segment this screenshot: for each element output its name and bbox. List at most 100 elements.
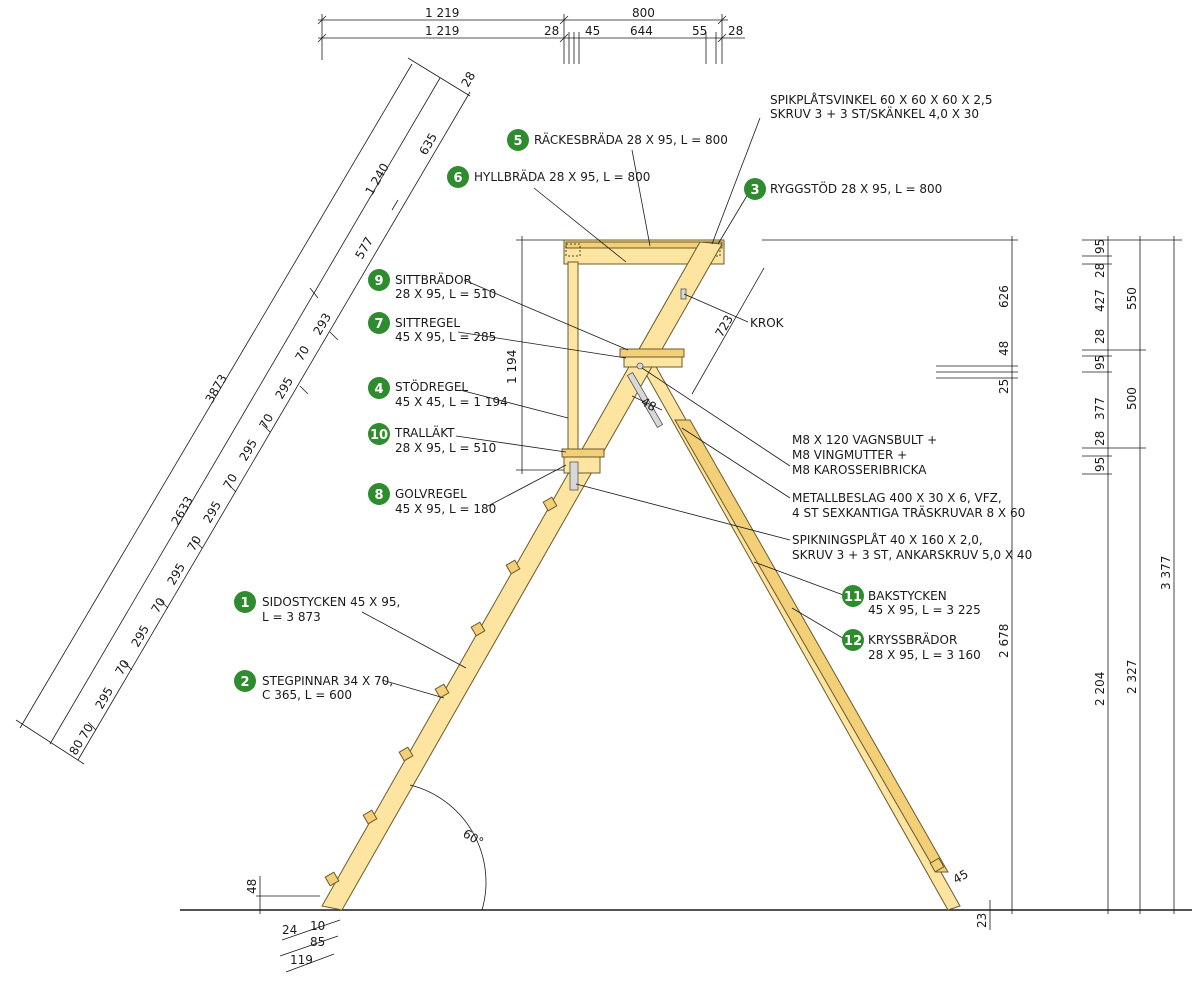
leader-lines [361,117,847,699]
part-label-11-line2: 45 X 95, L = 3 225 [868,603,981,617]
dim-723: 723 [712,313,736,340]
dim-top-45: 45 [585,24,600,38]
floor-rail [563,456,601,474]
dim-foot-85: 85 [310,935,325,949]
part-label-10-line2: 28 X 95, L = 510 [395,441,496,455]
diagonal-dimensions [15,57,471,765]
svg-text:2: 2 [240,675,249,690]
part-badge-11: 11 [842,585,864,607]
hook-icon [680,288,687,300]
right-dimensions [762,236,1182,930]
dim-diag-70-bottom: 70 [76,721,96,741]
deck-batten [561,448,605,458]
dim-right-427: 427 [1093,289,1107,312]
dim-right-500: 500 [1125,387,1139,410]
dim-1194: 1 194 [505,350,519,384]
dim-diag-rung-295c: 295 [200,499,224,526]
part-label-10-line1: TRALLÄKT [394,425,455,440]
svg-text:11: 11 [844,590,862,605]
dim-diag-635: 635 [416,131,440,158]
part-label-9-line2: 28 X 95, L = 510 [395,287,496,301]
dim-right-28c: 28 [1093,431,1107,446]
svg-text:9: 9 [374,274,383,289]
dim-angle-60: 60° [461,826,486,849]
dim-foot-48: 48 [245,879,259,894]
svg-text:6: 6 [453,171,462,186]
part-badge-2: 2 [234,670,256,692]
dim-right-626: 626 [997,285,1011,308]
cross-board [674,419,949,873]
svg-text:1: 1 [240,596,249,611]
rungs [324,496,558,887]
part-badge-7: 7 [368,312,390,334]
part-label-4-line1: STÖDREGEL [395,378,468,394]
part-label-5: RÄCKESBRÄDA 28 X 95, L = 800 [534,132,728,147]
dim-right-95c: 95 [1093,457,1107,472]
dim-diag-rung-70a: 70 [292,343,312,363]
foot-dimensions [256,876,341,973]
part-label-12-line1: KRYSSBRÄDOR [868,632,957,647]
part-badge-6: 6 [447,166,469,188]
dim-diag-rung-70c: 70 [220,471,240,491]
part-label-12-line2: 28 X 95, L = 3 160 [868,648,981,662]
part-label-11-line1: BAKSTYCKEN [868,589,947,603]
support-stud [567,261,579,453]
nailing-plate-label-1: SPIKNINGSPLÅT 40 X 160 X 2,0, [792,532,983,547]
dim-right-23: 23 [975,913,989,928]
part-label-1-line2: L = 3 873 [262,610,321,624]
part-badge-8: 8 [368,483,390,505]
hook-label: KROK [750,316,785,330]
dim-right-377: 377 [1093,397,1107,420]
part-label-2-line2: C 365, L = 600 [262,688,352,702]
dim-diag-rung-295f: 295 [92,685,116,712]
dim-right-48: 48 [997,341,1011,356]
svg-text:4: 4 [374,382,383,397]
dim-diag-28: 28 [458,69,478,89]
metal-fitting-label-2: 4 ST SEXKANTIGA TRÄSKRUVAR 8 X 60 [792,505,1025,520]
dim-foot-119: 119 [290,953,313,967]
part-label-8-line2: 45 X 95, L = 180 [395,502,496,516]
dim-right-28b: 28 [1093,329,1107,344]
part-badge-5: 5 [507,129,529,151]
svg-text:10: 10 [370,428,388,443]
part-label-8-line1: GOLVREGEL [395,487,467,501]
dim-diag-rung-70b: 70 [256,411,276,431]
dim-right-2678: 2 678 [997,624,1011,658]
dim-top-644: 644 [630,24,653,38]
dim-right-2327: 2 327 [1125,660,1139,694]
dim-foot-45: 45 [951,867,971,887]
svg-text:12: 12 [844,634,862,649]
part-label-4-line2: 45 X 45, L = 1 194 [395,395,508,409]
dim-right-25: 25 [997,379,1011,394]
part-badge-12: 12 [842,629,864,651]
part-label-3: RYGGSTÖD 28 X 95, L = 800 [770,180,942,196]
dim-right-3377: 3 377 [1159,556,1173,590]
dim-top-1219b: 1 219 [425,24,459,38]
seat-rail [623,356,683,368]
dim-diag-rung-70e: 70 [148,595,168,615]
dim-top-1219a: 1 219 [425,6,459,20]
dim-top-55: 55 [692,24,707,38]
dim-diag-293: 293 [310,311,334,338]
bolt-label-3: M8 KAROSSERIBRICKA [792,463,927,477]
dim-diag-3873: 3873 [202,372,229,405]
bolt-label-1: M8 X 120 VAGNSBULT + [792,433,937,447]
spikplat-vinkel-label-1: SPIKPLÅTSVINKEL 60 X 60 X 60 X 2,5 [770,92,992,107]
bolt-label-2: M8 VINGMUTTER + [792,448,907,462]
part-badge-3: 3 [744,178,766,200]
dim-right-550: 550 [1125,287,1139,310]
part-label-7-line1: SITTREGEL [395,316,460,330]
part-badge-9: 9 [368,269,390,291]
dim-diag-rung-295d: 295 [164,561,188,588]
part-label-7-line2: 45 X 95, L = 285 [395,330,496,344]
svg-text:5: 5 [513,134,522,149]
svg-text:7: 7 [374,317,383,332]
dim-diag-80: 80 [66,737,86,757]
metal-fitting-label-1: METALLBESLAG 400 X 30 X 6, VFZ, [792,491,1002,505]
dim-top-800: 800 [632,6,655,20]
metal-fitting [626,371,664,429]
dim-foot-10: 10 [310,919,325,933]
dim-right-95a: 95 [1093,239,1107,254]
bolt-icon [636,362,644,370]
